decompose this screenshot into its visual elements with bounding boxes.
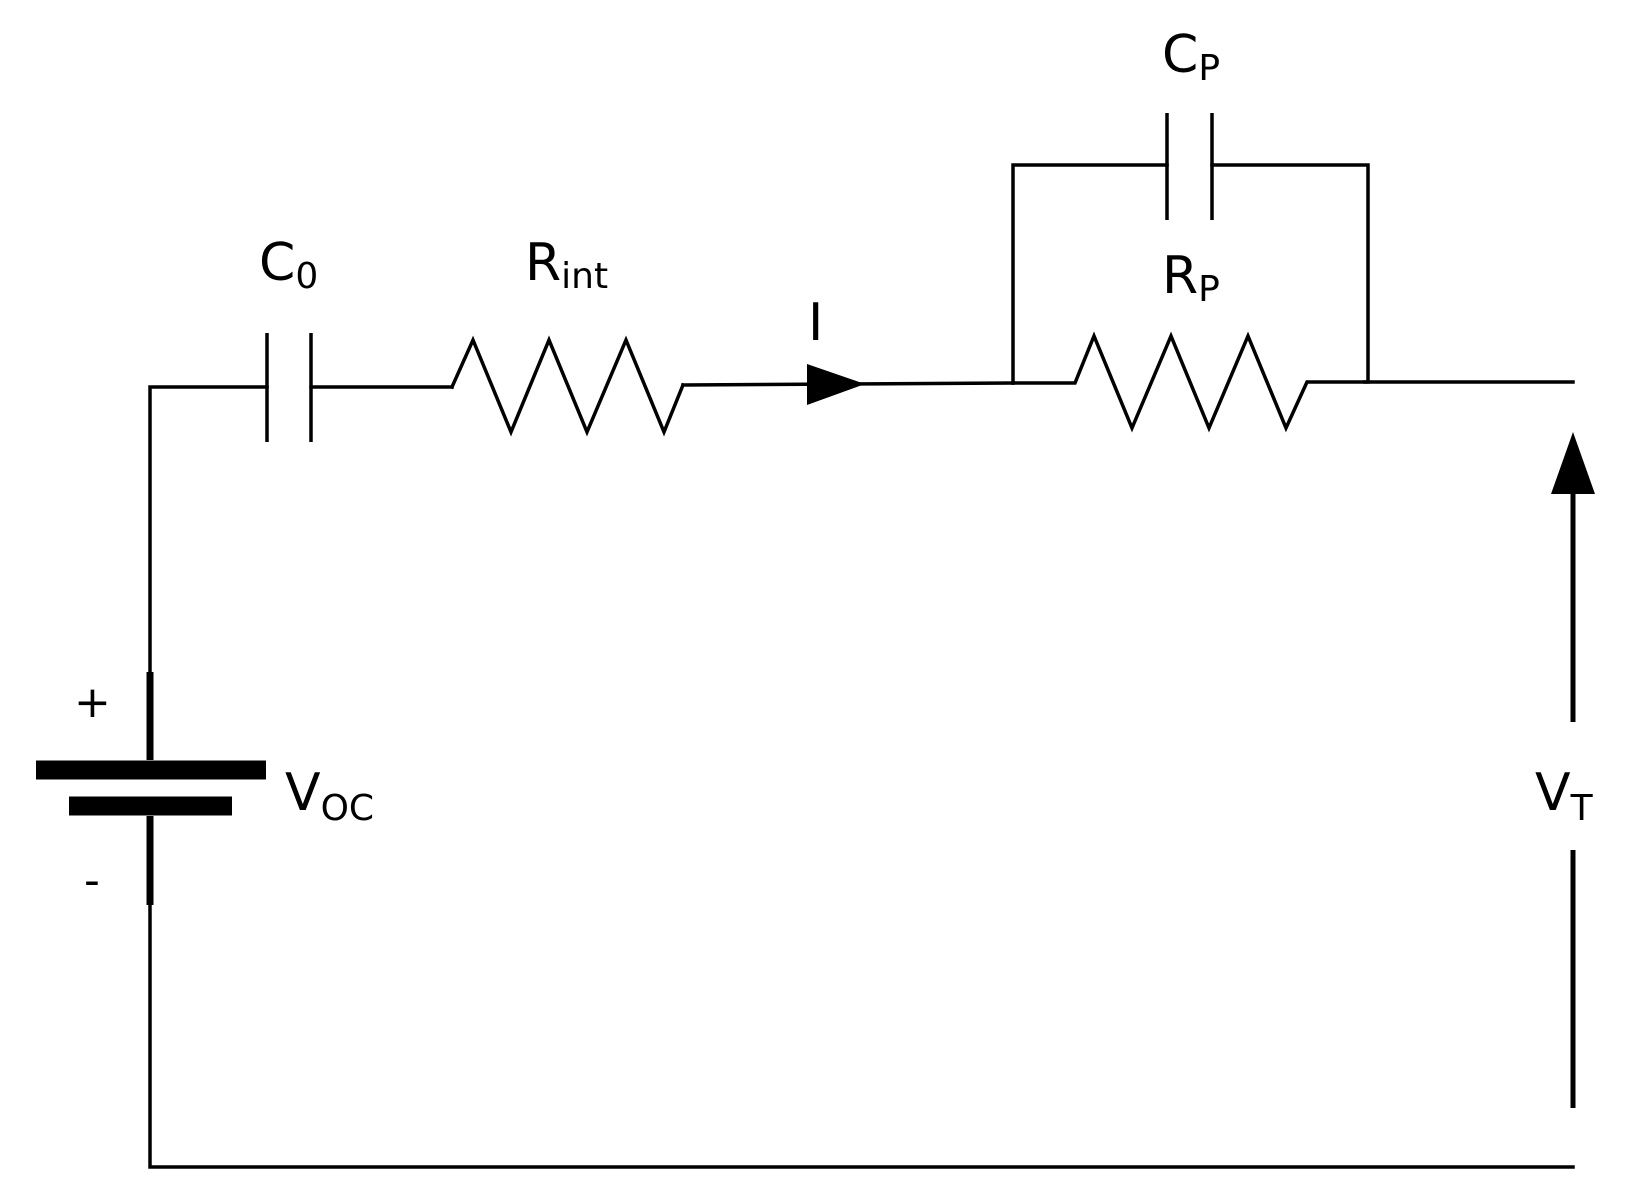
resistor-rint xyxy=(449,335,686,437)
label-plus: + xyxy=(74,677,111,728)
label-cp-sub: P xyxy=(1198,48,1220,89)
label-rp: RP xyxy=(1162,246,1220,310)
rc-left-branch xyxy=(1011,163,1169,385)
label-cp: CP xyxy=(1162,25,1220,89)
label-minus: - xyxy=(84,855,100,906)
rc-right-branch xyxy=(1210,163,1370,384)
label-vt-main: V xyxy=(1535,763,1571,823)
label-voc: VOC xyxy=(285,763,374,829)
label-voc-sub: OC xyxy=(321,788,374,829)
parallel-rc xyxy=(1011,113,1370,433)
label-cp-main: C xyxy=(1162,25,1198,85)
label-current: I xyxy=(808,293,823,353)
label-voc-main: V xyxy=(285,763,321,823)
label-rint-sub: int xyxy=(561,256,608,297)
label-vt-sub: T xyxy=(1570,788,1594,829)
label-rint: Rint xyxy=(525,233,608,297)
label-vt: VT xyxy=(1535,763,1594,829)
battery-voc xyxy=(36,672,266,905)
wire-left-bottom xyxy=(148,903,1575,1169)
label-rp-sub: P xyxy=(1198,269,1220,310)
wires xyxy=(148,380,1575,1169)
label-c0: C0 xyxy=(259,233,318,297)
label-rint-main: R xyxy=(525,233,561,293)
label-rp-main: R xyxy=(1162,246,1198,306)
resistor-rp xyxy=(1011,331,1367,433)
label-c0-sub: 0 xyxy=(295,256,318,297)
capacitor-c0 xyxy=(265,333,313,442)
voltage-arrow-vt xyxy=(1551,432,1595,1108)
current-arrow xyxy=(807,364,865,405)
label-c0-main: C xyxy=(259,233,295,293)
wire-left-top xyxy=(148,385,269,674)
